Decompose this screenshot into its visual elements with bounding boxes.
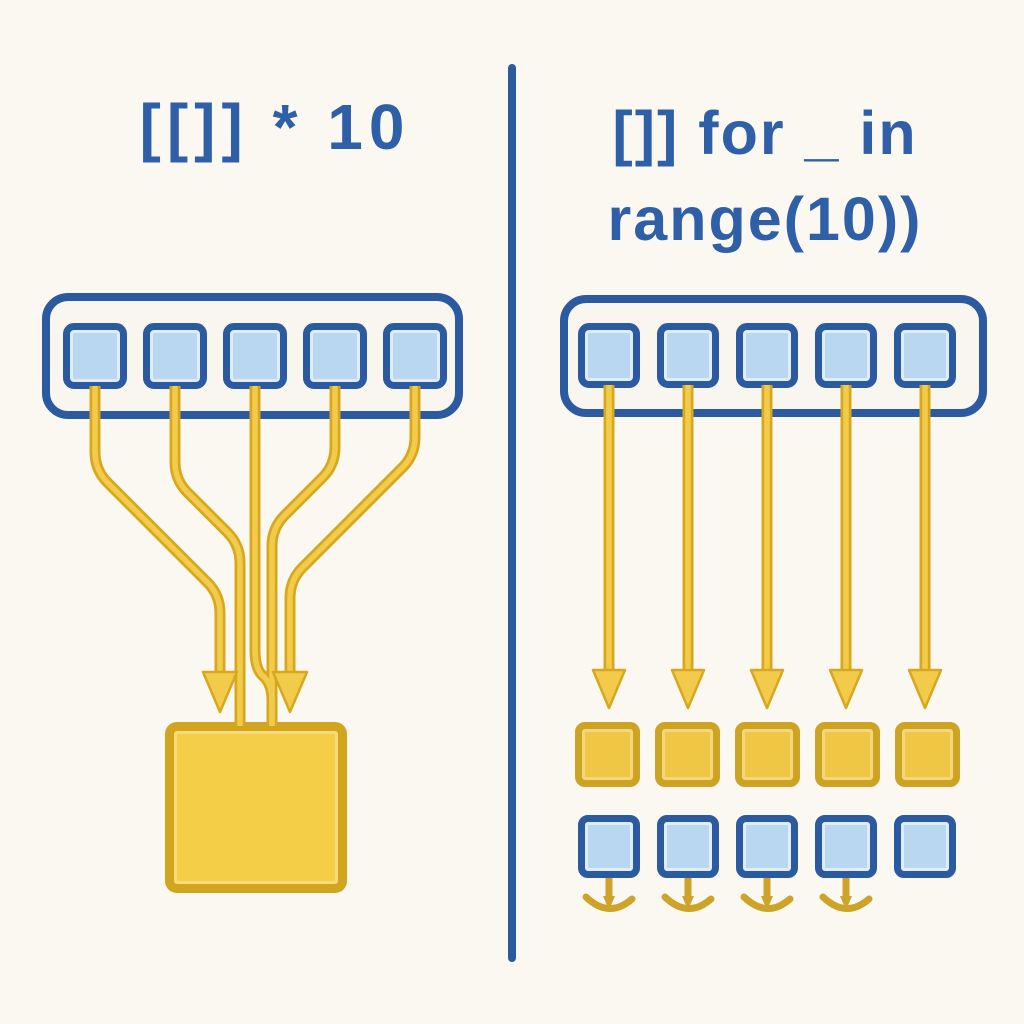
hook-arrow-1-arc: [582, 893, 636, 912]
right-blue-box-row: [578, 815, 956, 878]
left-arrow-line-5-inner: [287, 386, 418, 674]
hook-arrow-2-arc: [661, 893, 715, 912]
blue-box-2: [657, 815, 719, 878]
left-code-title: [[]] * 10: [139, 91, 411, 163]
left-list-cell-3: [223, 323, 287, 389]
left-outer-list: [42, 293, 463, 419]
left-arrow-line-1-inner: [92, 386, 223, 674]
left-list-cell-1: [63, 323, 127, 389]
left-arrowhead-1: [201, 670, 239, 714]
left-arrow-line-4: [266, 386, 341, 726]
right-list-cell-1: [578, 323, 640, 388]
blue-box-4: [815, 815, 877, 878]
hook-arrow-3-tip: [761, 896, 773, 910]
right-code-title: []] for _ in range(10)): [535, 90, 995, 262]
right-list-cell-5: [894, 323, 956, 388]
left-list-cell-5: [383, 323, 447, 389]
inner-list-box-3: [735, 722, 800, 787]
right-arrowhead-4: [828, 668, 864, 710]
right-arrowhead-1: [591, 668, 627, 710]
right-inner-list-row: [575, 722, 960, 787]
inner-list-box-2: [655, 722, 720, 787]
hook-arrows: [582, 872, 873, 912]
left-arrow-line-3-inner: [252, 386, 275, 726]
blue-box-1: [578, 815, 640, 878]
hook-arrow-4-arc: [819, 893, 873, 912]
left-arrow-line-1: [89, 386, 226, 674]
left-arrow-line-3: [249, 386, 278, 726]
left-list-cell-2: [143, 323, 207, 389]
right-list-cell-2: [657, 323, 719, 388]
right-arrowhead-5: [907, 668, 943, 710]
inner-list-box-1: [575, 722, 640, 787]
shared-inner-list-box: [165, 722, 347, 893]
left-arrowhead-2: [271, 670, 309, 714]
left-arrow-line-4-inner: [269, 386, 338, 726]
blue-box-3: [736, 815, 798, 878]
right-code-title-line1: []] for _ in: [612, 99, 918, 167]
panel-divider: [508, 64, 516, 962]
blue-box-5: [894, 815, 956, 878]
right-straight-arrows: [591, 385, 943, 710]
right-arrowhead-2: [670, 668, 706, 710]
hook-arrow-3-arc: [740, 893, 794, 912]
left-arrow-line-2: [169, 386, 246, 726]
inner-list-box-5: [895, 722, 960, 787]
hook-arrow-2-tip: [682, 896, 694, 910]
hook-arrow-1-tip: [603, 896, 615, 910]
left-funnel-arrows: [89, 386, 421, 726]
right-list-cell-3: [736, 323, 798, 388]
left-arrow-line-2-inner: [172, 386, 243, 726]
left-list-cell-4: [303, 323, 367, 389]
inner-list-box-4: [815, 722, 880, 787]
left-arrow-line-5: [284, 386, 421, 674]
hook-arrow-4-tip: [840, 896, 852, 910]
right-outer-list: [560, 295, 987, 417]
right-arrowhead-3: [749, 668, 785, 710]
right-list-cell-4: [815, 323, 877, 388]
right-code-title-line2: range(10)): [607, 185, 923, 253]
